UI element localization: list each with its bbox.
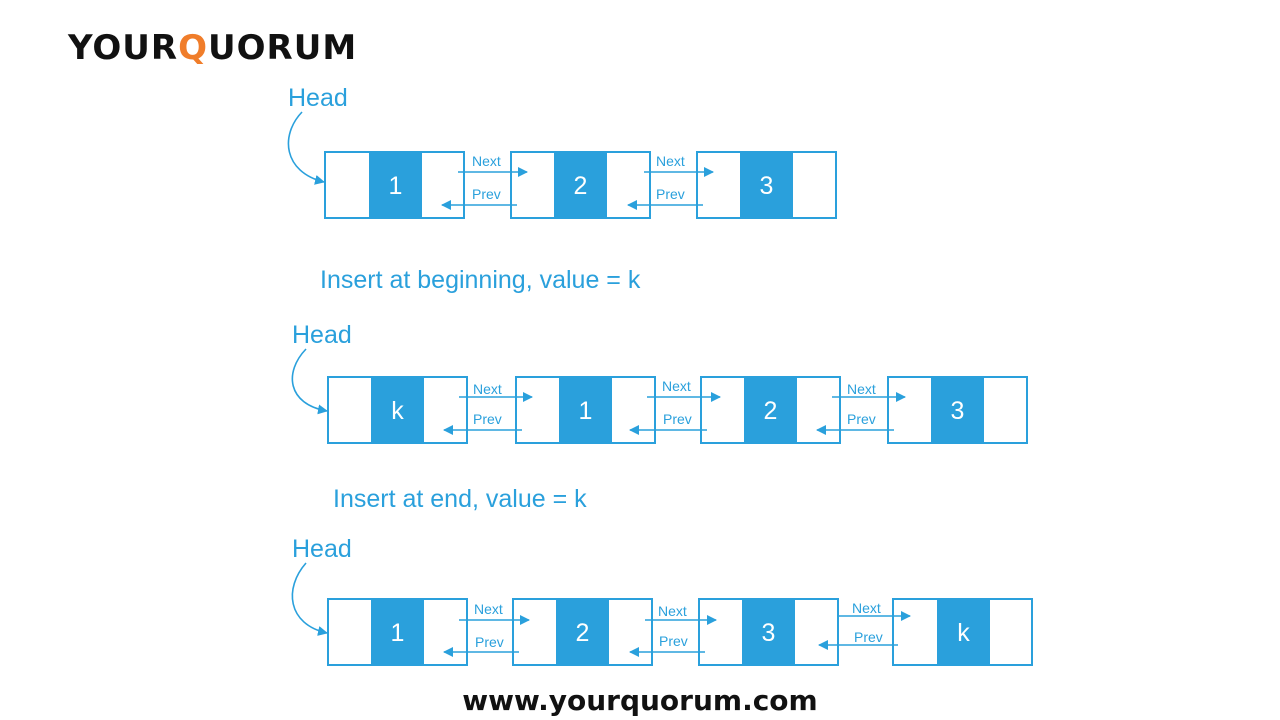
- link: Next Prev: [818, 600, 911, 650]
- head-pointer-arrow: [291, 348, 328, 415]
- next-label: Next: [658, 603, 687, 619]
- link: Next Prev: [816, 381, 906, 435]
- caption-insert-end: Insert at end, value = k: [333, 485, 587, 513]
- linked-list-diagrams: Head 1 2 3 Next Prev Next Prev: [287, 84, 1033, 666]
- prev-label: Prev: [663, 411, 692, 427]
- next-label: Next: [852, 600, 881, 616]
- diagram-insert-end: Head 1 2 3 k Next Prev: [291, 535, 1033, 666]
- link: Next Prev: [441, 153, 528, 210]
- next-label: Next: [662, 378, 691, 394]
- node: k: [892, 598, 1033, 666]
- head-label: Head: [292, 535, 352, 563]
- next-label: Next: [474, 601, 503, 617]
- node-data-cell: [556, 599, 609, 665]
- brand-logo: YOURQUORUM: [68, 28, 357, 68]
- next-label: Next: [656, 153, 685, 169]
- node-value: 3: [762, 619, 776, 647]
- head-pointer-arrow: [291, 562, 328, 636]
- node: 2: [512, 598, 653, 666]
- node-data-cell: [371, 377, 424, 443]
- prev-label: Prev: [473, 411, 502, 427]
- next-label: Next: [847, 381, 876, 397]
- node-data-cell: [931, 377, 984, 443]
- prev-label: Prev: [854, 629, 883, 645]
- node: 3: [698, 598, 839, 666]
- node: 1: [324, 151, 465, 219]
- website-url: www.yourquorum.com: [462, 684, 818, 717]
- prev-label: Prev: [656, 186, 685, 202]
- node-value: 1: [389, 172, 403, 200]
- node-value: k: [391, 397, 404, 425]
- node-data-cell: [740, 152, 793, 218]
- node-data-cell: [554, 152, 607, 218]
- brand-q: Q: [178, 28, 209, 68]
- node: 2: [700, 376, 841, 444]
- prev-label: Prev: [472, 186, 501, 202]
- node-value: 1: [391, 619, 405, 647]
- node-data-cell: [937, 599, 990, 665]
- head-label: Head: [292, 321, 352, 349]
- prev-label: Prev: [847, 411, 876, 427]
- node: 1: [327, 598, 468, 666]
- link: Next Prev: [627, 153, 714, 210]
- prev-label: Prev: [475, 634, 504, 650]
- next-label: Next: [472, 153, 501, 169]
- node-data-cell: [742, 599, 795, 665]
- node-data-cell: [371, 599, 424, 665]
- next-label: Next: [473, 381, 502, 397]
- node-value: 2: [764, 397, 778, 425]
- link: Next Prev: [629, 603, 717, 657]
- node: k: [327, 376, 468, 444]
- caption-insert-beginning: Insert at beginning, value = k: [320, 266, 641, 294]
- diagram-insert-beginning: Head k 1 2 3 Next Prev: [291, 321, 1028, 444]
- node-value: k: [957, 619, 970, 647]
- node-data-cell: [559, 377, 612, 443]
- link: Next Prev: [443, 381, 533, 435]
- head-label: Head: [288, 84, 348, 112]
- node: 3: [696, 151, 837, 219]
- link: Next Prev: [443, 601, 530, 657]
- head-pointer-arrow: [287, 111, 325, 185]
- prev-label: Prev: [659, 633, 688, 649]
- node-value: 3: [760, 172, 774, 200]
- link: Next Prev: [629, 378, 721, 435]
- node-value: 1: [579, 397, 593, 425]
- node-value: 2: [574, 172, 588, 200]
- node: 2: [510, 151, 651, 219]
- node: 1: [515, 376, 656, 444]
- node-value: 2: [576, 619, 590, 647]
- brand-prefix: YOUR: [68, 28, 179, 68]
- diagram-original: Head 1 2 3 Next Prev Next Prev: [287, 84, 837, 219]
- node-data-cell: [369, 152, 422, 218]
- node-value: 3: [951, 397, 965, 425]
- brand-suffix: UORUM: [208, 28, 358, 68]
- node: 3: [887, 376, 1028, 444]
- node-data-cell: [744, 377, 797, 443]
